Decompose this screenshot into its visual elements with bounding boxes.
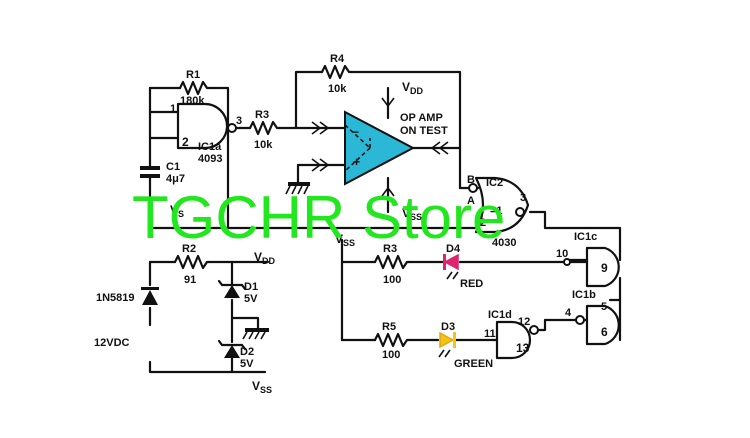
ic1d-ref: IC1d [488,309,512,321]
watermark-text: TGCHR Store [132,184,505,251]
ic1c-ref: IC1c [574,231,597,243]
ic2-part: 4030 [492,237,516,249]
ic2-pin-b: B [467,174,475,186]
resistors [173,64,412,348]
vdd-top: VDD [402,80,424,96]
vs-left: VS [170,203,184,219]
ic2-pin3: 3 [520,192,526,204]
opamp-plus: + [353,155,360,169]
ic1a-pin2: 2 [182,135,189,149]
r3a-value: 10k [254,139,273,151]
ic1d-pin13: 13 [516,341,530,355]
opamp-minus: − [352,125,359,139]
c1-ref: C1 [166,161,180,173]
diode-1n5819 [141,287,159,305]
ic1d-pin12: 12 [518,316,530,328]
gate-ic1d [495,320,539,360]
d3-color: GREEN [454,358,493,370]
gate-ic2 [468,176,530,234]
gate-ic1c [563,246,620,288]
supply-label: 12VDC [94,337,130,349]
zener-d2 [217,339,247,358]
r1-value: 180k [180,95,205,107]
d1-value: 5V [244,293,258,305]
ic2-pin2: 2 [480,217,486,229]
d2-value: 5V [240,358,254,370]
ic1b-pin5: 5 [601,301,607,313]
ic1a-pin3: 3 [236,115,242,127]
resistor-r1-symbol [178,80,212,96]
d4-ref: D4 [446,243,461,255]
zener-d1 [217,279,247,298]
r4-value: 10k [328,83,347,95]
r4-ref: R4 [330,53,345,65]
resistor-r3-symbol [248,120,282,136]
c1-value: 4μ7 [166,173,185,185]
opamp-label-line2: ON TEST [400,125,448,137]
d3-ref: D3 [441,321,455,333]
r5-ref: R5 [382,321,396,333]
ic2-ref: IC2 [486,177,503,189]
ic1b-ref: IC1b [572,289,596,301]
ground-symbol-opamp [285,182,310,195]
opamp-triangle [311,97,449,197]
r2-value: 91 [184,274,196,286]
gate-ic1b [575,304,620,346]
ic1b-pin4: 4 [565,307,572,319]
diode-1n5819-label: 1N5819 [96,292,135,304]
gate-ic1a [176,102,237,150]
ic1c-pin10: 10 [556,248,568,260]
led-d3-green [438,331,456,358]
ic2-sym: =1 [490,205,503,217]
resistor-r3b-symbol [373,254,412,270]
r2-ref: R2 [182,243,196,255]
resistor-r5-symbol [373,332,412,348]
resistor-r2-symbol [173,254,212,270]
labels: R1 180k 1 2 3 IC1a 4093 R3 10k R4 10k C1… [94,53,608,395]
ic1a-part: 4093 [198,153,222,165]
ic1a-pin1: 1 [170,103,176,115]
ic1c-pin9: 9 [601,261,608,275]
vss-opamp: VSS [402,206,422,222]
vss-supply: VSS [252,379,272,395]
vdd-supply: VDD [254,250,276,266]
opamp-label-line1: OP AMP [400,112,443,124]
r1-ref: R1 [186,69,200,81]
ic1b-pin6: 6 [601,325,608,339]
r3b-value: 100 [383,274,401,286]
led-d4-red [443,253,459,280]
d2-ref: D2 [240,346,254,358]
capacitor-c1 [140,166,160,178]
r3a-ref: R3 [255,109,269,121]
d4-color: RED [460,278,483,290]
r5-value: 100 [382,349,400,361]
ic1a-ref: IC1a [198,141,222,153]
d1-ref: D1 [244,281,258,293]
ground-symbol-supply [242,328,269,340]
vss-rail: VSS [335,232,355,248]
resistor-r4-symbol [320,64,354,80]
r3b-ref: R3 [383,243,397,255]
ic1d-pin11: 11 [484,328,496,340]
ic2-pin-a: A [467,195,475,207]
